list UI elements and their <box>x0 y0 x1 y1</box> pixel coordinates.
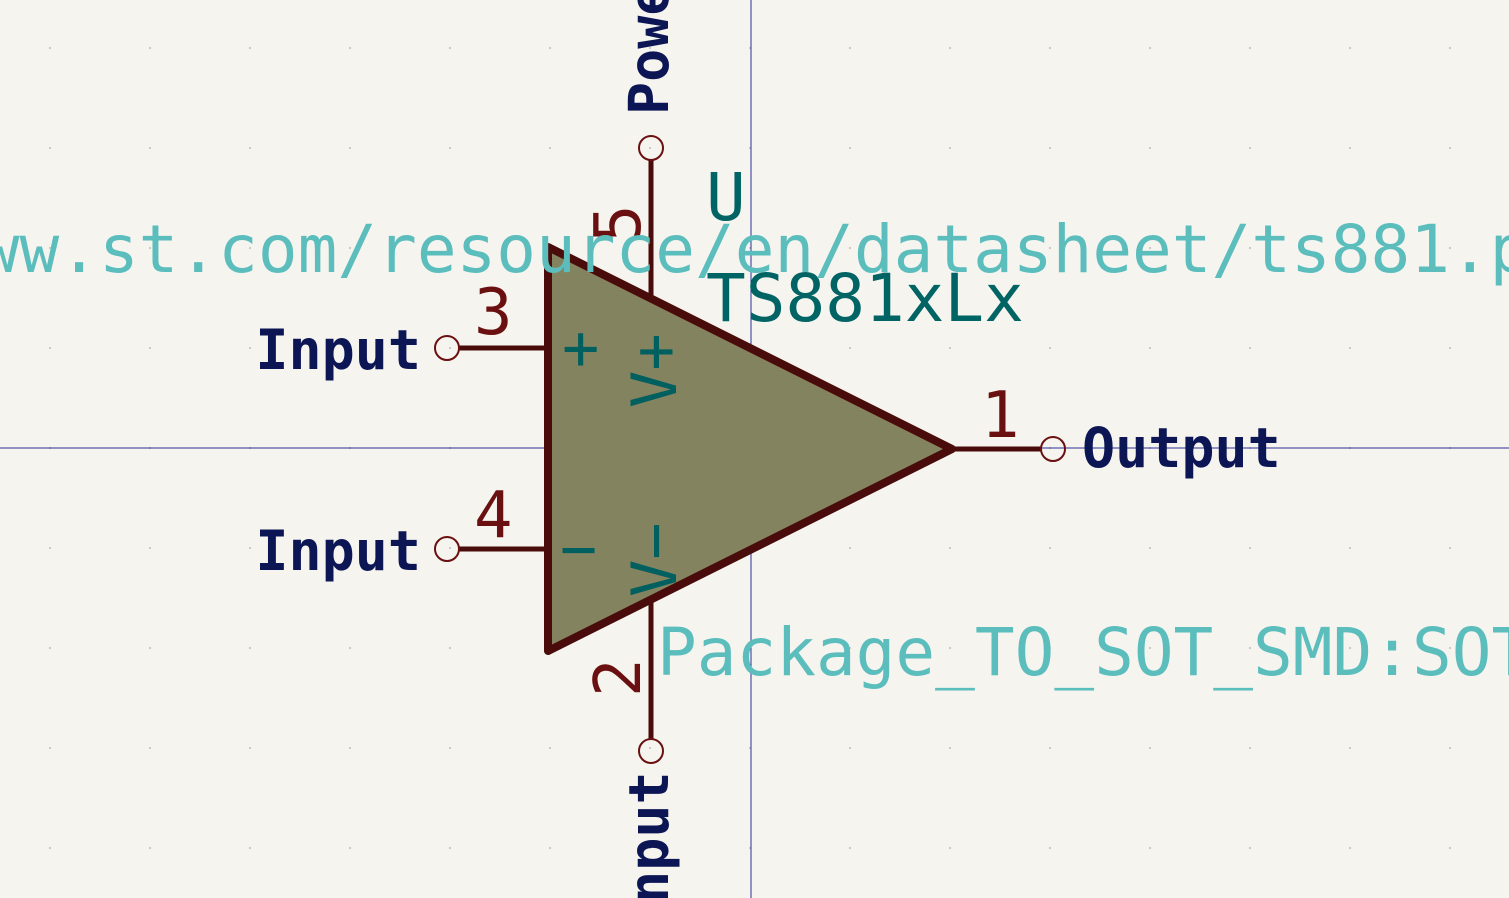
datasheet-field[interactable]: www.st.com/resource/en/datasheet/ts881.p… <box>0 211 1509 288</box>
non-inverting-sign: + <box>562 311 599 384</box>
pin-type-inverting: Input <box>255 519 421 583</box>
pin-number-4: 4 <box>474 479 513 553</box>
vplus-label: V+ <box>618 333 691 408</box>
footprint-field[interactable]: Package_TO_SOT_SMD:SOT-23-5 <box>657 614 1509 691</box>
pin-end-circle[interactable] <box>638 738 664 764</box>
reference-designator[interactable]: U <box>706 159 746 236</box>
pin-end-circle[interactable] <box>638 135 664 161</box>
inverting-sign: − <box>560 512 597 585</box>
pin-end-circle[interactable] <box>434 536 460 562</box>
pin-number-1: 1 <box>981 379 1020 453</box>
pin-type-power-pos: Power <box>617 0 681 115</box>
opamp-body[interactable] <box>544 243 956 655</box>
pin-type-non-inverting: Input <box>255 318 421 382</box>
vminus-label: V− <box>618 522 691 597</box>
pin-end-circle[interactable] <box>434 335 460 361</box>
pin-type-output: Output <box>1082 416 1281 480</box>
pin-type-power-neg: Input <box>617 771 681 898</box>
pin-number-2: 2 <box>582 658 656 697</box>
pin-number-5: 5 <box>582 204 656 243</box>
value-field[interactable]: TS881xLx <box>706 260 1024 337</box>
pin-end-circle[interactable] <box>1040 436 1066 462</box>
pin-number-3: 3 <box>474 276 513 350</box>
